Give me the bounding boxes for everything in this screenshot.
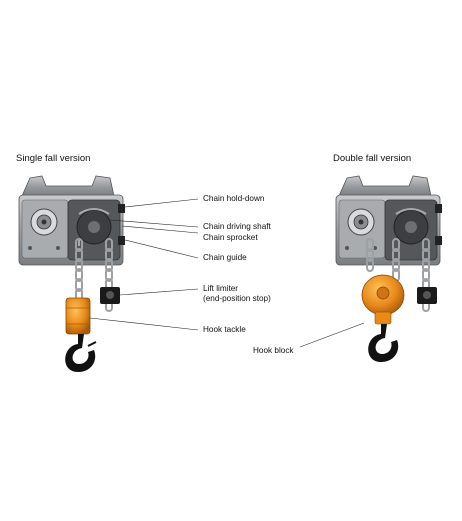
label-hook-block: Hook block bbox=[253, 346, 294, 355]
label-chain-sprocket: Chain sprocket bbox=[203, 233, 258, 242]
label-chain-driving-shaft: Chain driving shaft bbox=[203, 222, 271, 231]
housing-top bbox=[338, 175, 432, 197]
label-chain-guide: Chain guide bbox=[203, 253, 247, 262]
hook bbox=[368, 324, 399, 362]
single-fall-hoist bbox=[18, 175, 125, 372]
single-fall-title: Single fall version bbox=[16, 153, 91, 164]
hook bbox=[65, 334, 96, 372]
label-chain-hold-down: Chain hold-down bbox=[203, 194, 265, 203]
chain-guide bbox=[118, 236, 125, 245]
label-hook-tackle: Hook tackle bbox=[203, 325, 246, 334]
load-chain bbox=[75, 238, 83, 302]
chain-hold-down bbox=[118, 204, 125, 213]
hook-tackle bbox=[65, 297, 91, 335]
housing-top bbox=[21, 175, 115, 197]
label-lift-limiter: Lift limiter bbox=[203, 284, 239, 293]
double-fall-hoist bbox=[335, 175, 442, 362]
double-fall-title: Double fall version bbox=[333, 153, 412, 164]
label-lift-limiter-note: (end-position stop) bbox=[203, 294, 271, 303]
leader-lines bbox=[89, 198, 365, 348]
